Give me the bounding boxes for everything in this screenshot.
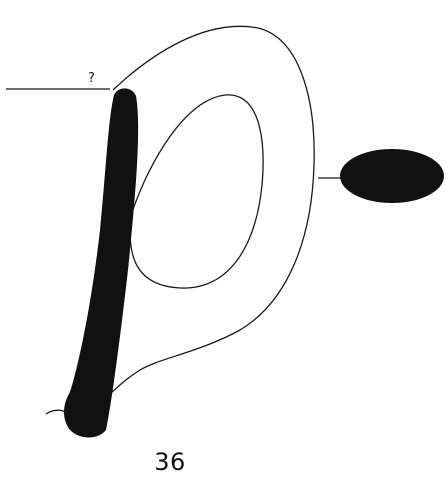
question-mark-label: ? bbox=[88, 71, 95, 86]
right-ink-blob bbox=[340, 149, 444, 203]
bowl-outer-outline bbox=[104, 26, 314, 400]
bowl-inner-counter bbox=[130, 95, 263, 288]
letter-stem bbox=[64, 88, 138, 437]
page-number: 36 bbox=[150, 448, 190, 476]
